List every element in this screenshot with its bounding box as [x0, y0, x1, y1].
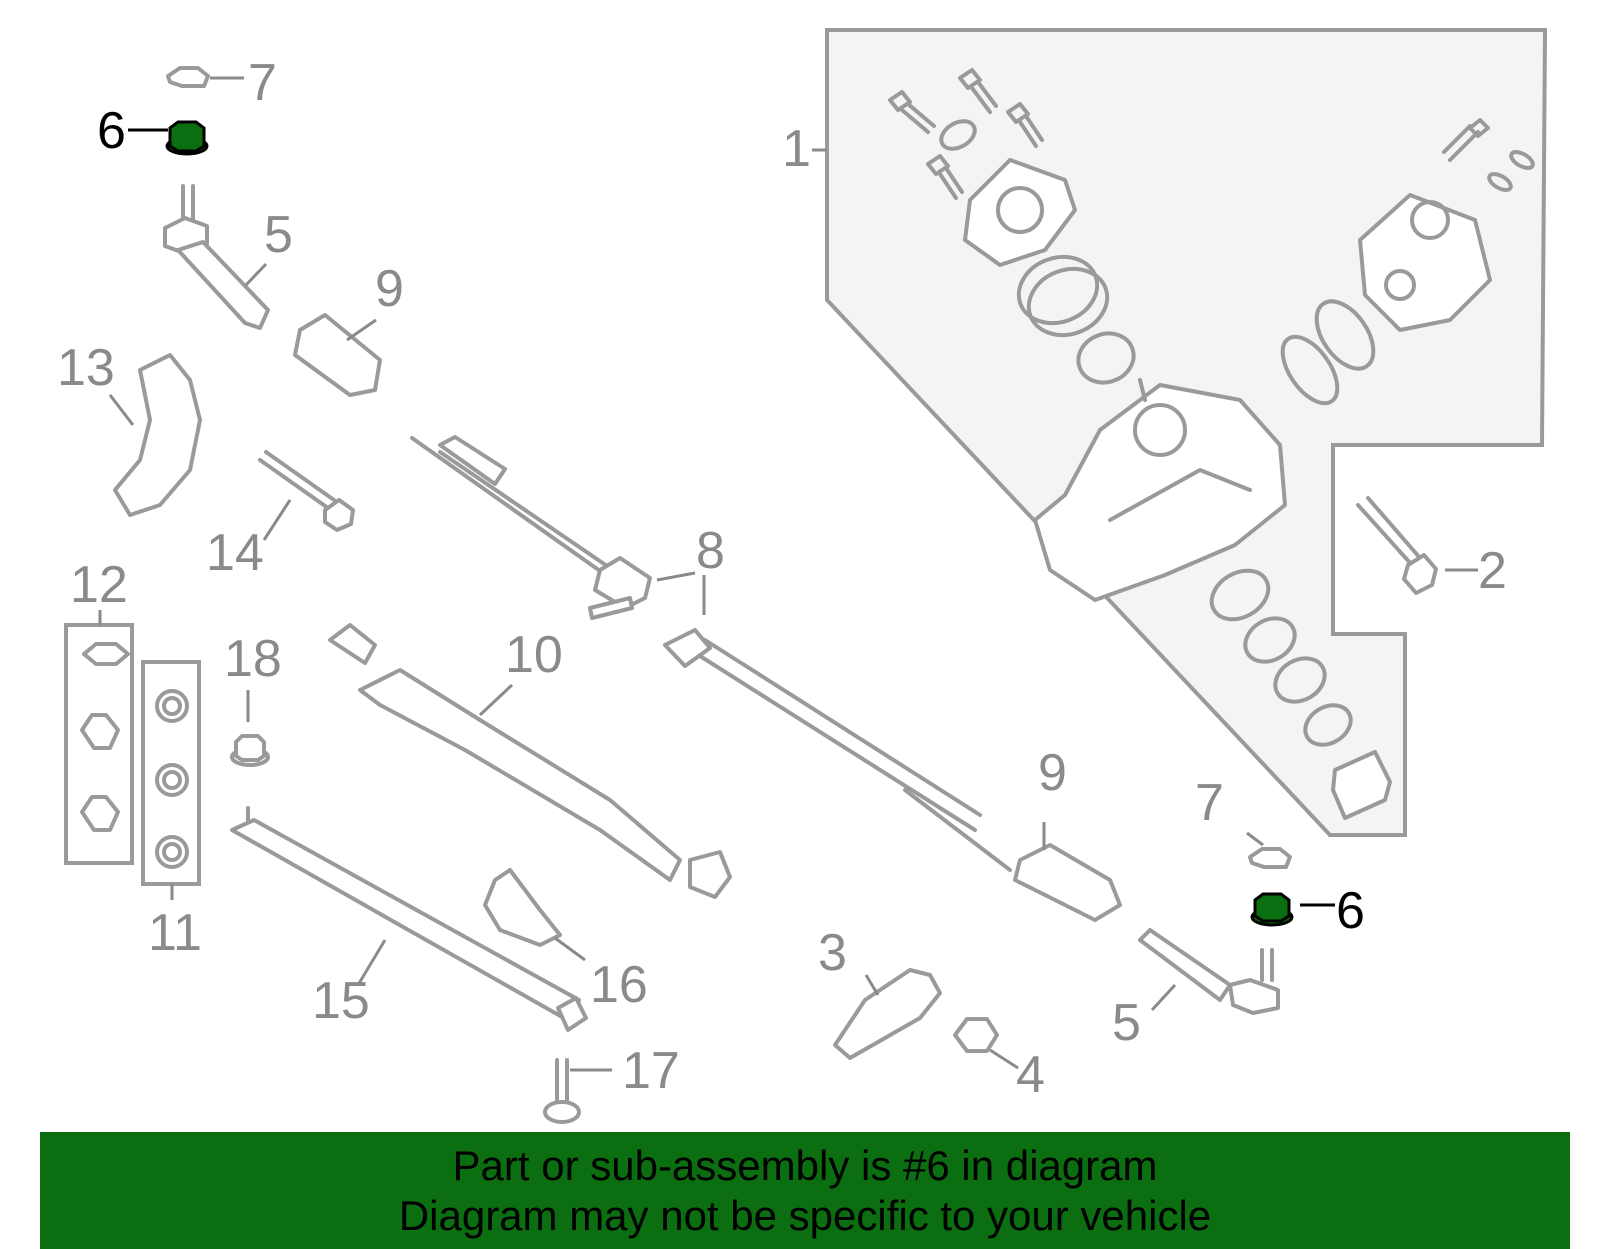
callout-8: 8 [696, 522, 725, 580]
part-18-nut [230, 734, 270, 767]
part-9-clamp-lower [1013, 843, 1122, 922]
callout-15: 15 [312, 972, 370, 1030]
part-13-bracket [113, 353, 202, 517]
callout-13: 13 [57, 339, 115, 397]
part-8-inner-tie-rod-upper [410, 435, 652, 620]
part-8-inner-tie-rod-lower [663, 628, 1012, 872]
callout-1: 1 [782, 120, 811, 178]
part-5-tie-rod-end-right [1138, 928, 1280, 1015]
callout-10: 10 [505, 626, 563, 684]
part-2-bolt [1356, 496, 1438, 595]
callout-5-lower: 5 [1112, 994, 1141, 1052]
callout-2: 2 [1478, 542, 1507, 600]
part-7-cap-right [1248, 847, 1292, 869]
part-15-steering-damper [230, 806, 588, 1032]
part-11-nut-set [141, 660, 201, 886]
banner-line-2: Diagram may not be specific to your vehi… [398, 1191, 1212, 1239]
part-7-cap-left [166, 66, 210, 88]
part-5-tie-rod-end-left [163, 184, 270, 330]
callout-6-left: 6 [97, 102, 126, 160]
part-4-nut [953, 1017, 999, 1053]
part-14-bolt [258, 450, 355, 532]
callout-9-lower: 9 [1038, 744, 1067, 802]
leader-lines [98, 76, 1478, 1072]
callout-6-right: 6 [1336, 882, 1365, 940]
callout-11: 11 [148, 904, 202, 962]
info-banner: Part or sub-assembly is #6 in diagram Di… [40, 1132, 1570, 1249]
callout-9-upper: 9 [375, 260, 404, 318]
callout-7-left: 7 [248, 54, 277, 112]
part-6-nut-right-highlight [1250, 892, 1294, 927]
part-17-bolt [543, 1058, 581, 1124]
part-16-bracket [483, 868, 562, 947]
part-3-pitman-arm [833, 968, 942, 1060]
callout-7-right: 7 [1195, 774, 1224, 832]
callout-18: 18 [224, 630, 282, 688]
part-12-nut-set [64, 623, 134, 865]
part-9-clamp-upper [293, 313, 382, 397]
callout-5-upper: 5 [264, 206, 293, 264]
steering-gear-components [888, 68, 1535, 820]
part-10-center-link [328, 623, 732, 899]
callout-12: 12 [70, 556, 128, 614]
callout-16: 16 [590, 956, 648, 1014]
callout-14: 14 [206, 524, 264, 582]
callout-4: 4 [1016, 1046, 1045, 1104]
banner-line-1: Part or sub-assembly is #6 in diagram [452, 1141, 1158, 1189]
callout-3: 3 [818, 924, 847, 982]
callout-17: 17 [622, 1042, 680, 1100]
part-6-nut-left-highlight [165, 120, 209, 156]
